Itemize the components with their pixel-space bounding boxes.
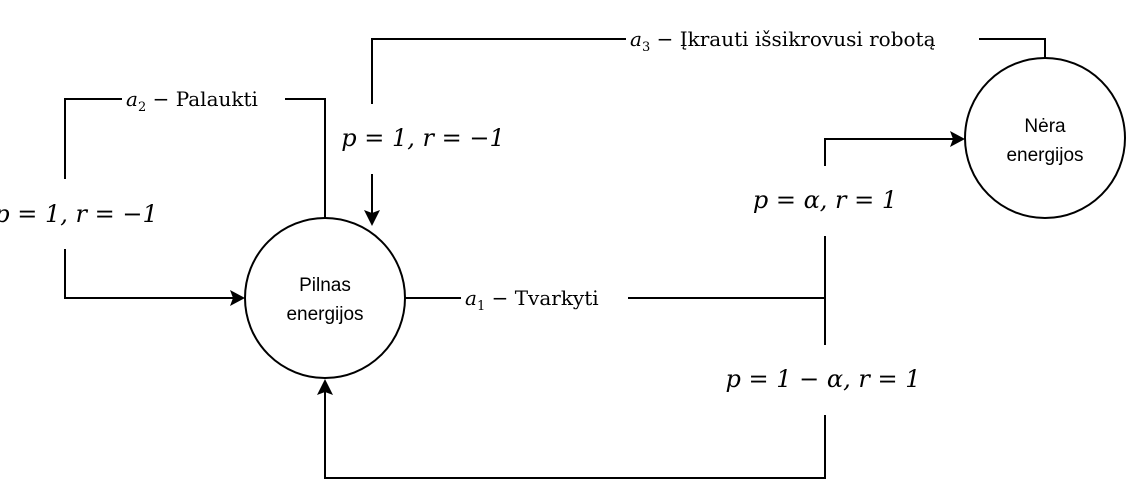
- transition-label-clean-stay: p = 1 − α, r = 1: [722, 345, 922, 415]
- edge-a1-branch-to-empty: [824, 138, 956, 298]
- a1-symbol: a: [465, 286, 477, 310]
- a3-symbol: a: [630, 27, 642, 51]
- a2-index: 2: [138, 100, 146, 115]
- a3-index: 3: [642, 40, 650, 55]
- transition-label-clean-empty: p = α, r = 1: [745, 166, 905, 236]
- state-full-label-line1: Pilnas: [299, 275, 351, 296]
- arrowhead-a2-into-full: [230, 290, 245, 306]
- a2-symbol: a: [126, 87, 138, 111]
- charge-transition-prob: p = 1, r = −1: [341, 124, 504, 152]
- state-empty-label-line2: energijos: [1006, 145, 1083, 166]
- state-no-energy: Nėra energijos: [964, 57, 1126, 219]
- arrowhead-a1-into-empty: [950, 131, 965, 147]
- wait-transition-prob: p = 1, r = −1: [0, 200, 158, 228]
- svg-text:a2 − Palaukti: a2 − Palaukti: [126, 87, 258, 115]
- state-empty-label-line1: Nėra: [1024, 116, 1066, 137]
- clean-stay-transition-prob: p = 1 − α, r = 1: [726, 365, 921, 393]
- state-full-energy: Pilnas energijos: [244, 217, 406, 379]
- transition-label-charge: p = 1, r = −1: [336, 104, 508, 174]
- svg-text:a1 − Tvarkyti: a1 − Tvarkyti: [465, 286, 599, 314]
- transition-label-wait: p = 1, r = −1: [0, 179, 160, 249]
- a1-index: 1: [477, 299, 485, 314]
- action-label-a2: a2 − Palaukti: [122, 84, 285, 115]
- a3-text: − Įkrauti išsikrovusi robotą: [650, 27, 935, 51]
- a1-text: − Tvarkyti: [485, 286, 598, 310]
- arrowhead-a3-into-full: [364, 210, 380, 226]
- svg-text:a3 − Įkrauti išsikrovusi robot: a3 − Įkrauti išsikrovusi robotą: [630, 27, 936, 55]
- edge-a2-wait-loop: [64, 98, 326, 299]
- action-label-a1: a1 − Tvarkyti: [461, 283, 628, 314]
- state-full-label-line2: energijos: [286, 304, 363, 325]
- a2-text: − Palaukti: [146, 87, 258, 111]
- action-label-a3: a3 − Įkrauti išsikrovusi robotą: [626, 24, 979, 55]
- state-full-circle: [244, 217, 406, 379]
- state-empty-circle: [964, 57, 1126, 219]
- clean-empty-transition-prob: p = α, r = 1: [753, 186, 897, 214]
- arrowhead-a1-back-into-full: [317, 379, 333, 395]
